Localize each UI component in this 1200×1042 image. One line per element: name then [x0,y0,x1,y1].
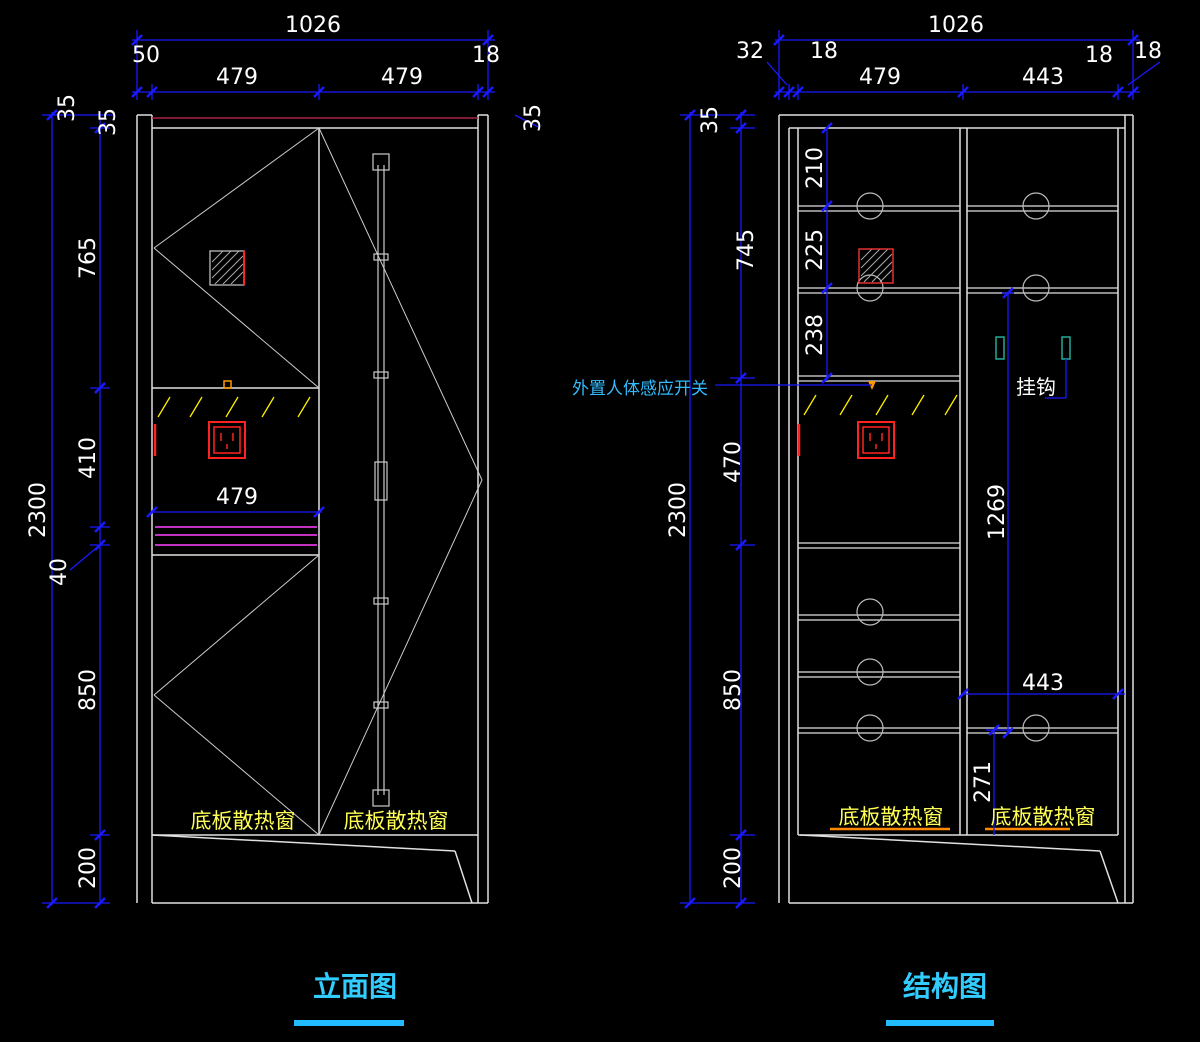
elevation-dim-top-a: 35 [55,94,80,122]
structure-dim-rail-height: 1269 [985,484,1010,540]
structure-dim-left-a: 32 [736,39,764,64]
elevation-vent-left-label: 底板散热窗 [191,809,296,833]
elevation-vertical-rail [372,153,390,807]
elevation-dim-upper: 765 [76,237,101,279]
structure-dim-left-b: 18 [810,39,838,64]
structure-dimension-lines [680,30,1161,905]
structure-dim-middle: 470 [721,441,746,483]
structure-dim-bottom-gap: 271 [971,761,996,803]
elevation-dim-right-door: 479 [381,65,423,90]
elevation-light-hatch [157,396,311,418]
elevation-door-swing-lines [153,127,483,836]
structure-dim-base: 200 [721,847,746,889]
elevation-vent-right-label: 底板散热窗 [344,809,449,833]
structure-light-hatch [803,394,958,416]
structure-hook-label: 挂钩 [1016,375,1056,399]
elevation-power-socket-icon [208,421,246,459]
elevation-dim-gap: 40 [47,558,72,586]
structure-dim-right-bay: 443 [1022,65,1064,90]
elevation-dim-left-edge: 50 [132,43,160,68]
structure-dim-rail-width: 443 [1022,671,1064,696]
structure-title: 结构图 [903,970,987,1003]
structure-dim-lower: 850 [721,669,746,711]
structure-dim-upper: 745 [734,229,759,271]
elevation-drawer-lines [155,526,317,546]
structure-dim-right-a: 18 [1085,43,1113,68]
elevation-dim-overall-width: 1026 [285,13,341,38]
structure-dim-overall-height: 2300 [666,482,691,538]
elevation-dim-base: 200 [76,847,101,889]
structure-hook-markers [995,336,1071,360]
elevation-title-underline [294,1020,404,1026]
elevation-dim-inner-width: 479 [216,485,258,510]
structure-dimension-ticks [684,34,1139,909]
structure-shelves [798,205,1118,734]
structure-dim-overall-width: 1026 [928,13,984,38]
structure-view: 1026 32 18 18 18 479 443 443 35 745 470 … [572,13,1162,1026]
elevation-view: 1026 50 18 479 479 479 35 35 35 765 410 … [26,13,546,1026]
structure-vent-left-label: 底板散热窗 [839,805,944,829]
structure-vent-right-label: 底板散热窗 [991,805,1096,829]
structure-dim-right-b: 18 [1134,39,1162,64]
structure-dim-left-bay: 479 [859,65,901,90]
structure-dim-shelf-1: 210 [803,147,828,189]
elevation-dim-right-top: 35 [521,104,546,132]
elevation-dim-lower: 850 [76,669,101,711]
elevation-title: 立面图 [313,970,397,1003]
structure-dim-shelf-3: 238 [803,314,828,356]
structure-title-underline [886,1020,994,1026]
structure-sensor-label: 外置人体感应开关 [572,379,708,399]
structure-hatched-box [858,248,894,284]
structure-power-socket-icon [857,421,895,459]
elevation-hatched-box [209,250,245,286]
elevation-dimension-ticks [46,34,494,909]
elevation-dim-overall-height: 2300 [26,482,51,538]
structure-dim-shelf-2: 225 [803,229,828,271]
elevation-dim-top-b: 35 [96,108,121,136]
structure-handle-holes [856,192,1050,742]
elevation-dim-left-door: 479 [216,65,258,90]
elevation-dimension-lines [42,30,541,905]
structure-cabinet-outline [778,114,1134,904]
elevation-dim-right-edge: 18 [472,43,500,68]
structure-dim-top: 35 [698,106,723,134]
elevation-cabinet-outline [136,114,489,904]
elevation-sensor-marker [223,380,232,389]
elevation-dim-middle: 410 [76,437,101,479]
